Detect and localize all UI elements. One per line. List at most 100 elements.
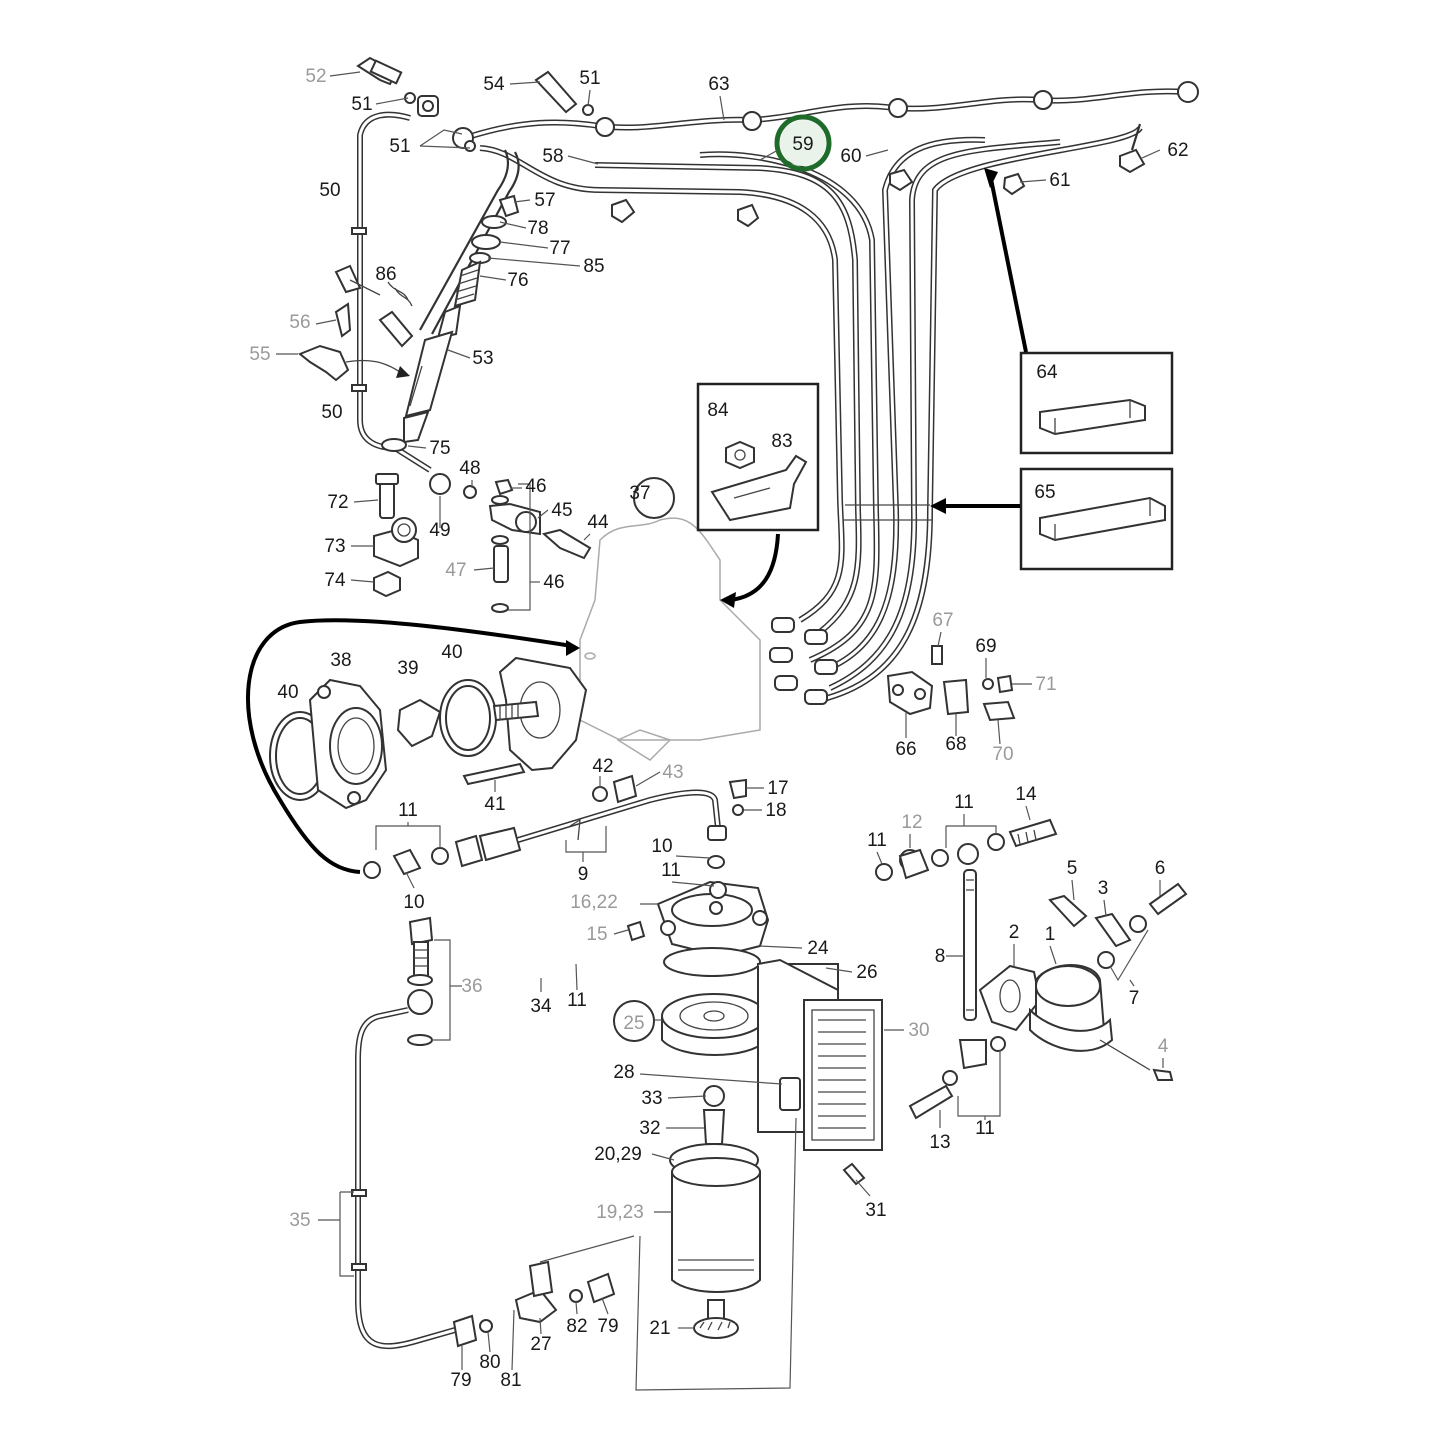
part-label-l46a[interactable]: 46 <box>525 476 546 497</box>
part-label-l50b[interactable]: 50 <box>321 402 342 423</box>
part-label-l49[interactable]: 49 <box>429 520 450 541</box>
part-label-l56[interactable]: 56 <box>289 312 310 333</box>
part-label-l71[interactable]: 71 <box>1035 674 1056 695</box>
part-label-l86[interactable]: 86 <box>375 264 396 285</box>
part-label-l68[interactable]: 68 <box>945 734 966 755</box>
part-label-l1622[interactable]: 16,22 <box>570 892 618 913</box>
part-label-l42[interactable]: 42 <box>592 756 613 777</box>
part-label-l70[interactable]: 70 <box>992 744 1013 765</box>
part-label-l11b[interactable]: 11 <box>954 792 974 813</box>
part-label-l54[interactable]: 54 <box>483 74 505 95</box>
part-label-l63[interactable]: 63 <box>708 74 729 95</box>
part-label-l66[interactable]: 66 <box>895 739 916 760</box>
part-label-l11e[interactable]: 11 <box>567 990 587 1011</box>
part-label-l61[interactable]: 61 <box>1049 170 1070 191</box>
bracket-parts-72-74 <box>373 473 592 613</box>
part-label-l39[interactable]: 39 <box>397 658 418 679</box>
part-label-l21[interactable]: 21 <box>649 1318 670 1339</box>
part-label-l44[interactable]: 44 <box>587 512 609 533</box>
part-label-l45[interactable]: 45 <box>551 500 572 521</box>
part-label-l64[interactable]: 64 <box>1036 362 1058 383</box>
part-label-l27[interactable]: 27 <box>530 1334 551 1355</box>
part-label-l34[interactable]: 34 <box>530 996 552 1017</box>
part-label-l11c[interactable]: 11 <box>867 830 887 851</box>
part-label-l7[interactable]: 7 <box>1129 988 1140 1009</box>
banjo-bolts-top-left <box>356 56 594 152</box>
part-label-l51a[interactable]: 51 <box>351 94 372 115</box>
part-label-l50a[interactable]: 50 <box>319 180 340 201</box>
part-label-l11f[interactable]: 11 <box>975 1118 995 1139</box>
part-label-l47[interactable]: 47 <box>445 560 466 581</box>
part-label-l28[interactable]: 28 <box>613 1062 634 1083</box>
part-label-l40a[interactable]: 40 <box>441 642 462 663</box>
part-label-l11a[interactable]: 11 <box>398 800 418 821</box>
part-label-l57[interactable]: 57 <box>534 190 555 211</box>
part-label-l46b[interactable]: 46 <box>543 572 564 593</box>
part-label-l11d[interactable]: 11 <box>661 860 681 881</box>
part-label-l1[interactable]: 1 <box>1045 924 1056 945</box>
part-label-l13[interactable]: 13 <box>929 1132 950 1153</box>
part-label-l17[interactable]: 17 <box>767 778 788 799</box>
part-label-l41[interactable]: 41 <box>484 794 505 815</box>
part-label-l26[interactable]: 26 <box>856 962 877 983</box>
detail-box-83-84 <box>696 382 820 532</box>
part-label-l53[interactable]: 53 <box>472 348 493 369</box>
part-label-l80[interactable]: 80 <box>479 1352 500 1373</box>
part-label-l31[interactable]: 31 <box>865 1200 886 1221</box>
part-label-l33[interactable]: 33 <box>641 1088 662 1109</box>
part-label-l65[interactable]: 65 <box>1034 482 1055 503</box>
part-label-l35[interactable]: 35 <box>289 1210 310 1231</box>
part-label-l4[interactable]: 4 <box>1158 1036 1169 1057</box>
part-label-l74[interactable]: 74 <box>324 570 346 591</box>
part-label-l60[interactable]: 60 <box>840 146 861 167</box>
part-label-l14[interactable]: 14 <box>1015 784 1037 805</box>
filter-bowl-25 <box>613 958 883 1177</box>
part-label-l84[interactable]: 84 <box>707 400 729 421</box>
part-label-l78[interactable]: 78 <box>527 218 548 239</box>
part-label-l2[interactable]: 2 <box>1009 922 1020 943</box>
part-label-l75[interactable]: 75 <box>429 438 450 459</box>
part-label-l52[interactable]: 52 <box>305 66 326 87</box>
part-label-l6[interactable]: 6 <box>1155 858 1166 879</box>
part-label-l51b[interactable]: 51 <box>389 136 410 157</box>
part-label-l59[interactable]: 59 <box>792 134 813 155</box>
part-label-l58[interactable]: 58 <box>542 146 563 167</box>
part-label-l2029[interactable]: 20,29 <box>594 1144 642 1165</box>
part-label-l25[interactable]: 25 <box>623 1013 644 1034</box>
part-label-l1923[interactable]: 19,23 <box>596 1202 644 1223</box>
part-label-l10a[interactable]: 10 <box>651 836 672 857</box>
part-label-l83[interactable]: 83 <box>771 431 792 452</box>
part-label-l48[interactable]: 48 <box>459 458 480 479</box>
part-label-l24[interactable]: 24 <box>807 938 829 959</box>
pointer-arrows <box>245 168 1028 874</box>
part-label-l15[interactable]: 15 <box>586 924 607 945</box>
part-label-l18[interactable]: 18 <box>765 800 786 821</box>
part-label-l79a[interactable]: 79 <box>597 1316 618 1337</box>
part-label-l37[interactable]: 37 <box>629 483 650 504</box>
part-label-l62[interactable]: 62 <box>1167 140 1188 161</box>
part-label-l51c[interactable]: 51 <box>579 68 600 89</box>
part-label-l38[interactable]: 38 <box>330 650 351 671</box>
part-label-l73[interactable]: 73 <box>324 536 345 557</box>
part-label-l76[interactable]: 76 <box>507 270 528 291</box>
part-label-l77[interactable]: 77 <box>549 238 570 259</box>
part-label-l9[interactable]: 9 <box>578 864 589 885</box>
part-label-l72[interactable]: 72 <box>327 492 348 513</box>
part-label-l32[interactable]: 32 <box>639 1118 660 1139</box>
part-label-l85[interactable]: 85 <box>583 256 604 277</box>
part-label-l12[interactable]: 12 <box>901 812 922 833</box>
part-label-l10b[interactable]: 10 <box>403 892 424 913</box>
part-label-l79b[interactable]: 79 <box>450 1370 471 1391</box>
part-label-l3[interactable]: 3 <box>1098 878 1109 899</box>
part-label-l81[interactable]: 81 <box>500 1370 521 1391</box>
part-label-l8[interactable]: 8 <box>935 946 946 967</box>
part-label-l40b[interactable]: 40 <box>277 682 298 703</box>
part-label-l30[interactable]: 30 <box>908 1020 929 1041</box>
part-label-l55[interactable]: 55 <box>249 344 270 365</box>
part-label-l82[interactable]: 82 <box>566 1316 587 1337</box>
part-label-l69[interactable]: 69 <box>975 636 996 657</box>
part-label-l43[interactable]: 43 <box>662 762 683 783</box>
part-label-l5[interactable]: 5 <box>1067 858 1078 879</box>
part-label-l67[interactable]: 67 <box>932 610 953 631</box>
part-label-l36[interactable]: 36 <box>461 976 482 997</box>
